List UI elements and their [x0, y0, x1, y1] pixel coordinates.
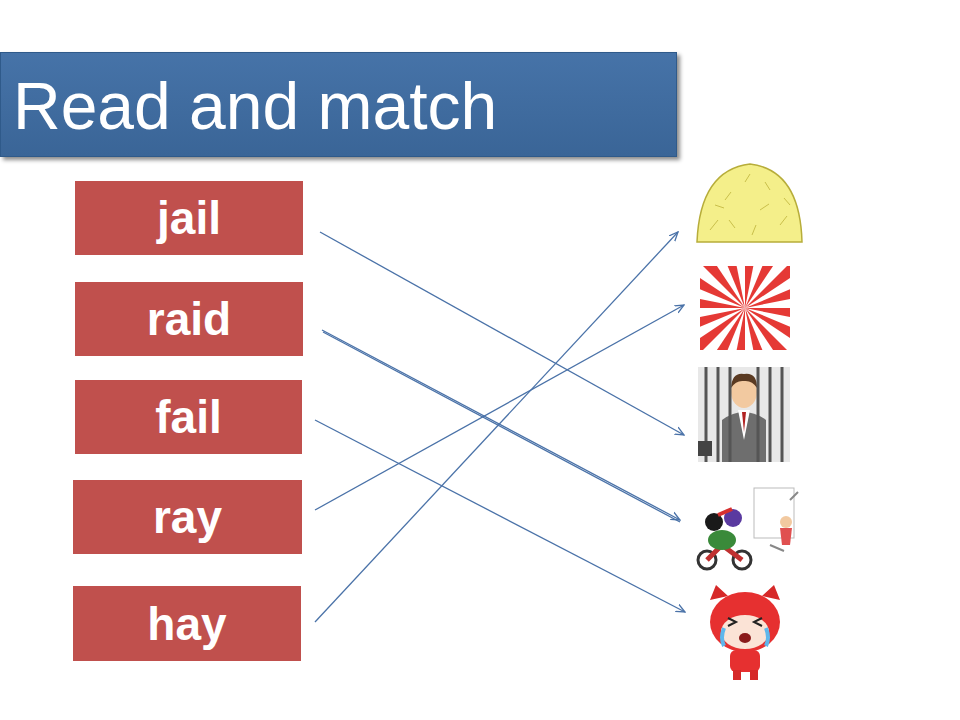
word-box: hay — [73, 586, 301, 661]
word-text: raid — [147, 296, 231, 342]
word-text: fail — [155, 394, 221, 440]
word-text: jail — [157, 195, 221, 241]
word-box: ray — [73, 480, 302, 554]
jail-picture — [698, 367, 790, 462]
word-box: fail — [75, 380, 302, 454]
match-lines — [315, 232, 685, 622]
word-box: jail — [75, 181, 303, 255]
title-banner: Read and match — [0, 52, 677, 157]
hay-picture — [697, 164, 802, 242]
word-text: ray — [153, 494, 222, 540]
ray-picture — [675, 238, 815, 378]
fail-picture — [710, 585, 780, 680]
word-text: hay — [147, 601, 226, 647]
word-box: raid — [75, 282, 303, 356]
raid-picture — [698, 488, 798, 569]
title-text: Read and match — [13, 73, 676, 139]
